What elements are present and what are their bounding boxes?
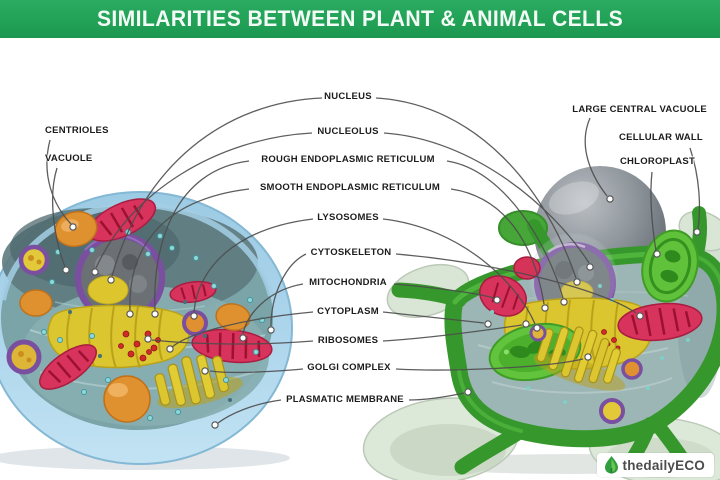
label-cytoskeleton: CYTOSKELETON [310,247,392,258]
label-cellular-wall: CELLULAR WALL [619,132,703,143]
anchor-dots [62,195,701,429]
label-ribosomes: RIBOSOMES [317,335,379,346]
label-large-central-vacuole: LARGE CENTRAL VACUOLE [572,104,707,115]
plant-vesicle [621,358,643,380]
animal-golgi-complex [154,354,243,409]
eco-tree-icon [604,456,618,474]
animal-lysosome [182,310,208,336]
cytoskeleton-fiber [491,377,673,394]
animal-mitochondrion [39,344,97,390]
label-vacuole: VACUOLE [45,153,93,164]
animal-vesicle-orange [19,289,53,317]
label-smooth-er: SMOOTH ENDOPLASMIC RETICULUM [259,182,441,193]
plant-cell-illustration [362,166,720,480]
animal-vacuole [18,244,50,276]
label-rough-er: ROUGH ENDOPLASMIC RETICULUM [261,154,435,165]
animal-vesicle-orange [215,303,251,331]
animal-vesicle-orange [103,375,151,423]
label-mitochondria: MITOCHONDRIA [309,277,387,288]
label-lysosomes: LYSOSOMES [317,212,379,223]
brand-watermark: thedailyECO [596,453,714,477]
label-centrioles: CENTRIOLES [45,125,109,136]
plant-mitochondrion [479,275,527,317]
brand-name: thedailyECO [622,457,705,473]
label-golgi-complex: GOLGI COMPLEX [307,362,391,373]
animal-specks [68,300,232,402]
label-chloroplast: CHLOROPLAST [619,156,695,167]
leader-lines [46,97,701,424]
animal-nucleolus [87,275,129,305]
animal-cell-illustration [0,191,293,470]
plant-vesicle [599,398,625,424]
label-cytoplasm: CYTOPLASM [317,306,379,317]
ribosomes-dots [118,330,161,362]
label-nucleolus: NUCLEOLUS [317,126,379,137]
label-plasmatic-membrane: PLASMATIC MEMBRANE [286,394,404,405]
animal-vacuole [6,339,42,375]
header-bar: SIMILARITIES BETWEEN PLANT & ANIMAL CELL… [0,0,720,38]
animal-mitochondrion [169,280,217,304]
page-title: SIMILARITIES BETWEEN PLANT & ANIMAL CELL… [96,6,624,31]
plant-mitochondrion [513,256,541,280]
label-nucleus: NUCLEUS [324,91,372,102]
